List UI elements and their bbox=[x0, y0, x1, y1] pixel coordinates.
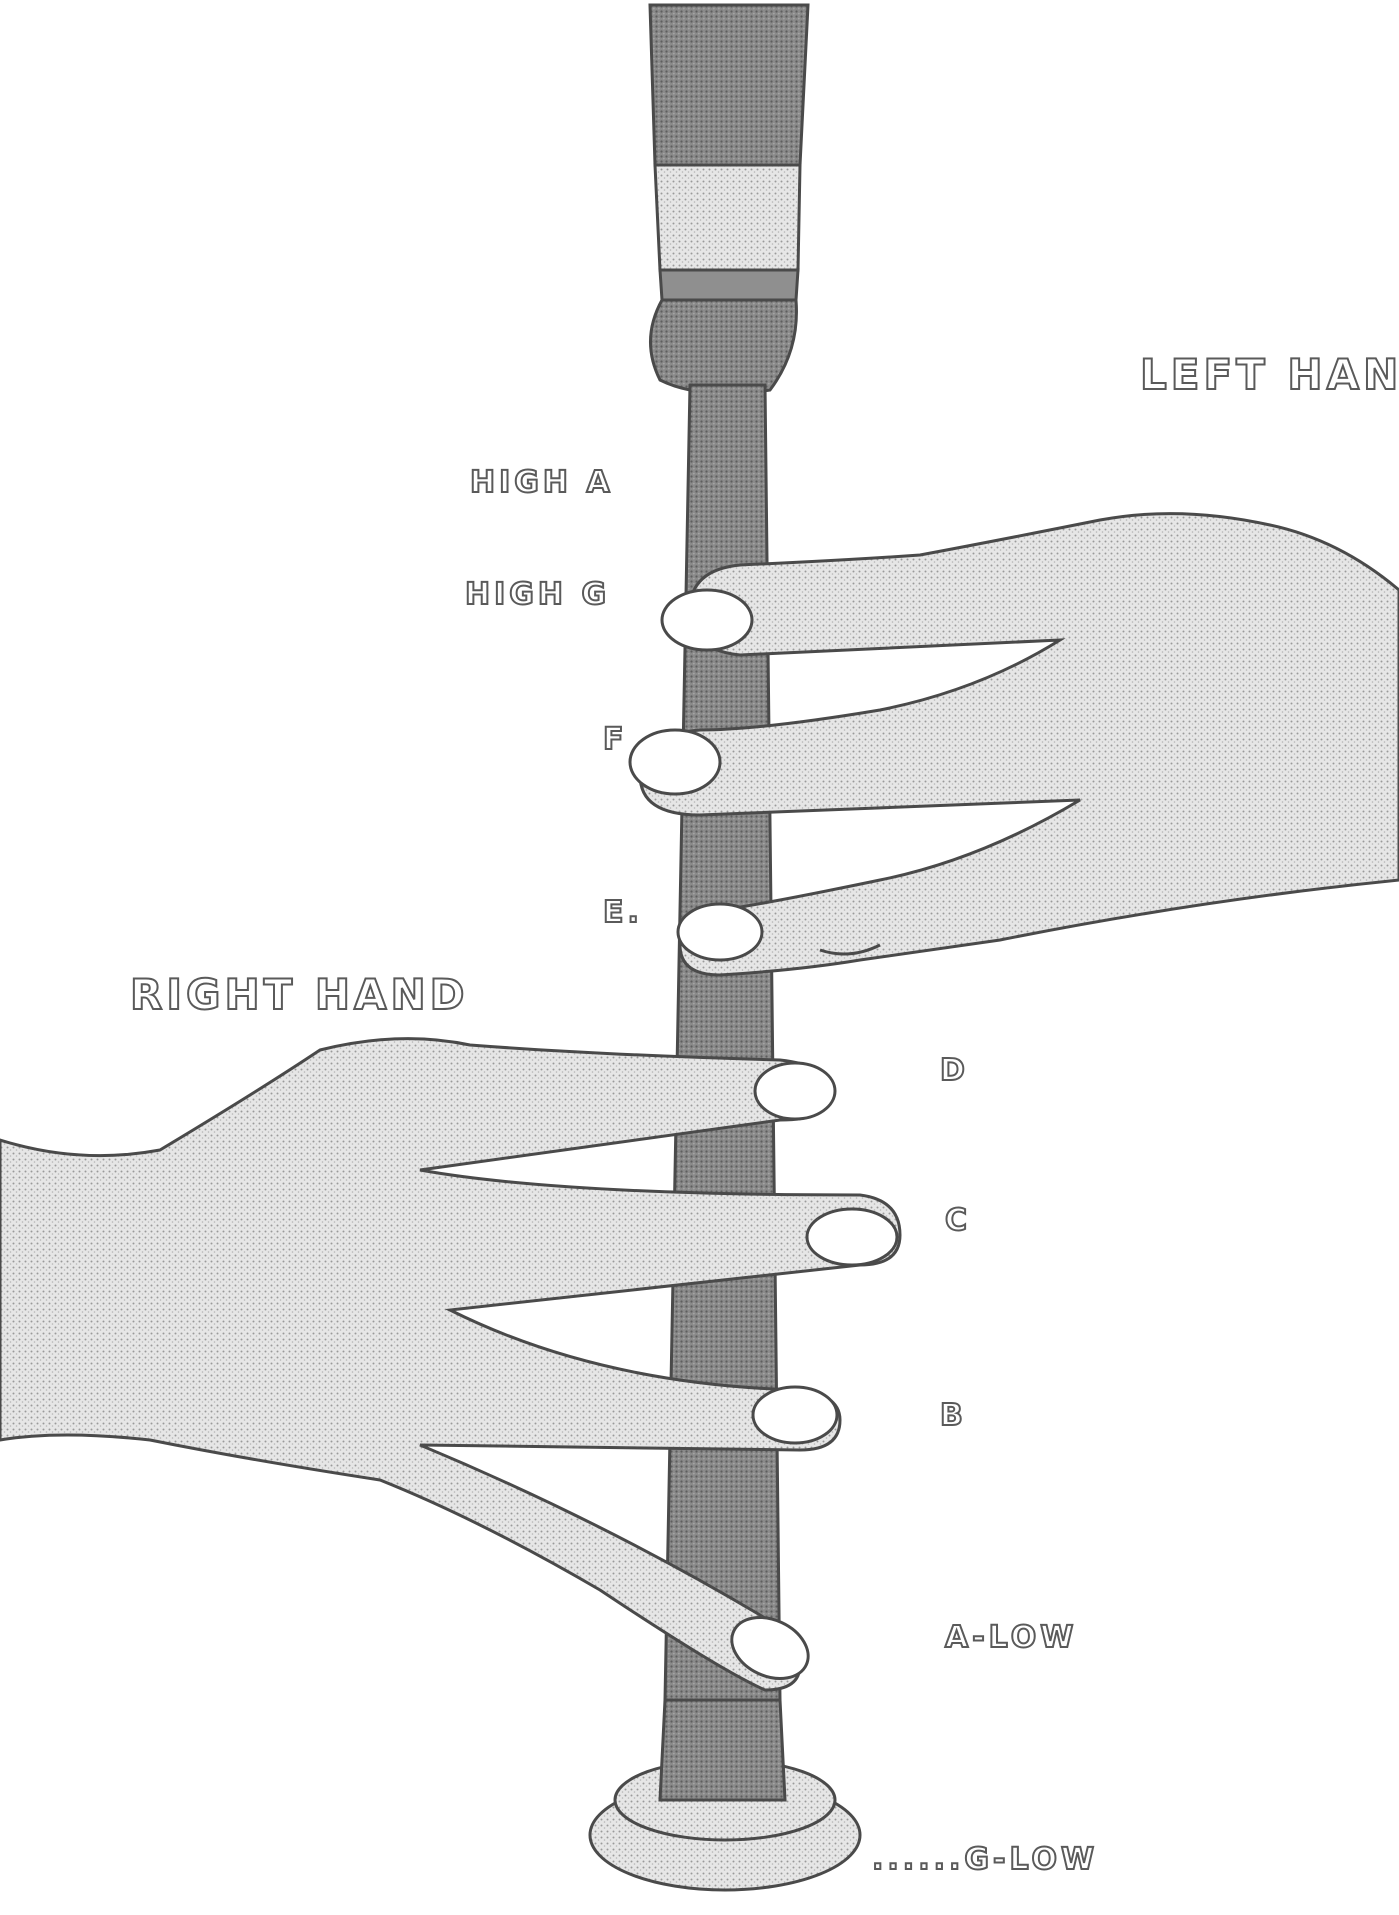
note-label-high-a: HIGH A bbox=[470, 465, 614, 500]
left-hand-label: LEFT HAND bbox=[1140, 350, 1399, 399]
fingertip-e bbox=[678, 904, 762, 960]
fingertip-f bbox=[630, 730, 720, 794]
left-hand bbox=[630, 514, 1399, 975]
fingertip-c bbox=[807, 1209, 897, 1265]
note-label-a-low: A-LOW bbox=[945, 1620, 1077, 1655]
right-hand-label: RIGHT HAND bbox=[130, 970, 469, 1019]
fingertip-d bbox=[755, 1063, 835, 1119]
note-label-b: B bbox=[940, 1398, 967, 1433]
chanter-sole bbox=[590, 1700, 860, 1890]
note-label-high-g: HIGH G bbox=[465, 577, 610, 612]
note-label-e: E. bbox=[603, 895, 643, 930]
note-label-d: D bbox=[940, 1053, 969, 1088]
fingertip-high-g bbox=[662, 590, 752, 650]
fingertip-b bbox=[753, 1387, 837, 1443]
note-label-c: C bbox=[945, 1203, 971, 1238]
chanter-reed bbox=[650, 5, 808, 393]
note-label-f: F bbox=[603, 722, 628, 757]
note-label-g-low: ......G-LOW bbox=[872, 1842, 1098, 1877]
